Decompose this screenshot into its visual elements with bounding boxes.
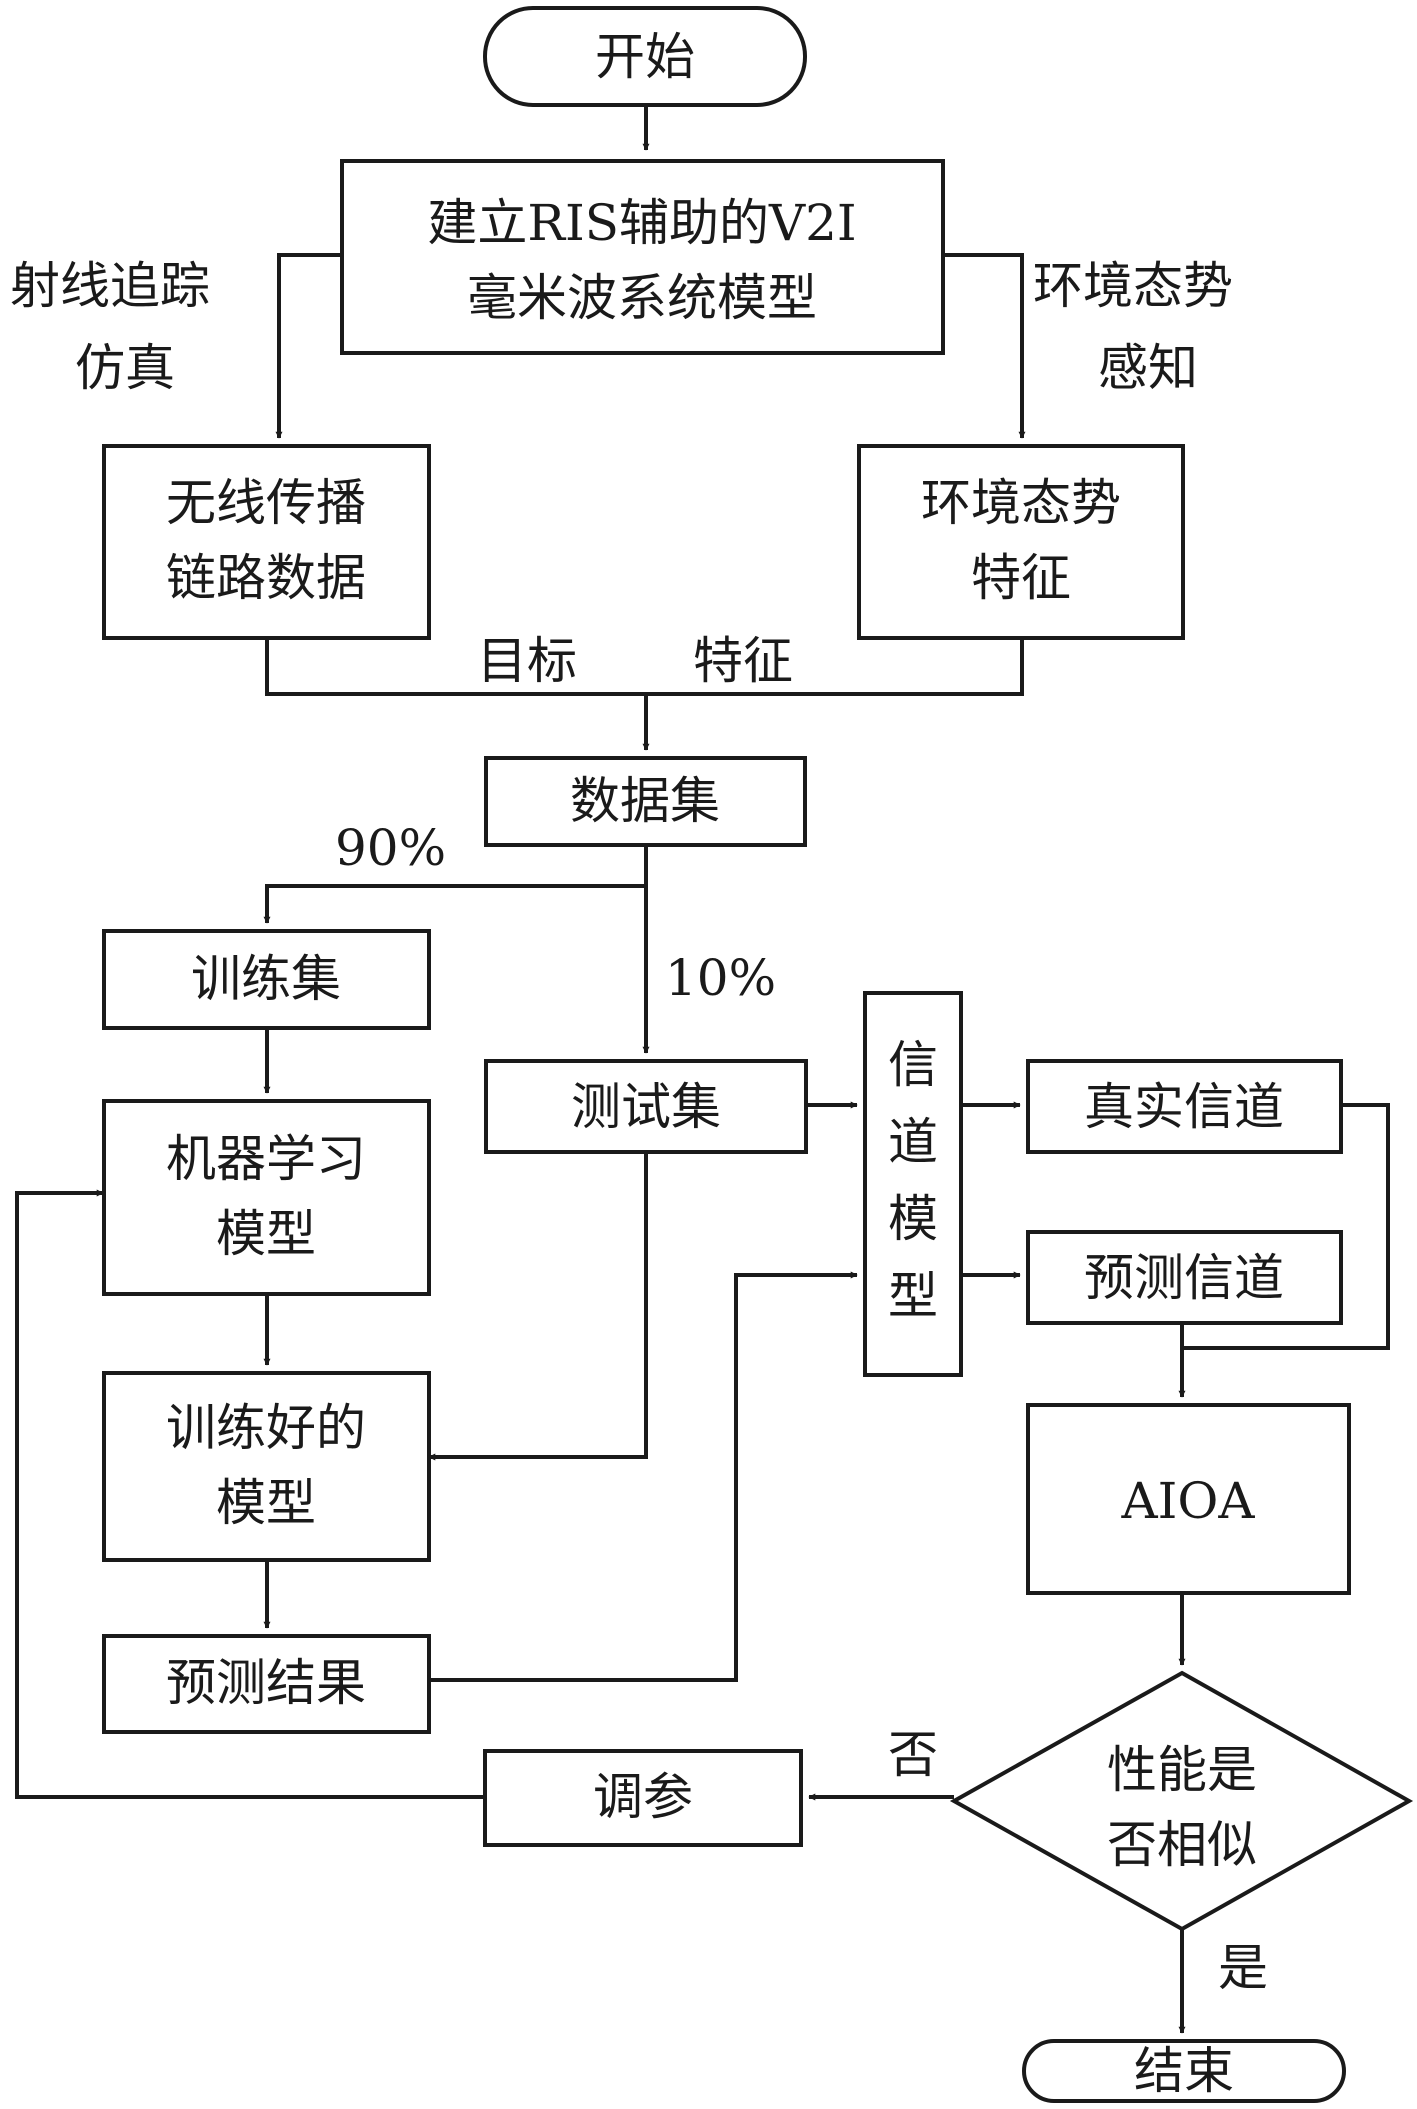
env-awareness-label-line1: 环境态势 [1033, 257, 1233, 315]
aioa-label: AIOA [1121, 1472, 1256, 1530]
test-set-node: 测试集 [484, 1059, 808, 1154]
merge-line-to-dataset [265, 638, 1024, 696]
real-channel-label: 真实信道 [1084, 1078, 1284, 1136]
pred-channel-label: 预测信道 [1084, 1249, 1284, 1307]
trained-model-label-line1: 训练好的 [166, 1399, 366, 1457]
split-90-label: 90% [335, 819, 446, 877]
line-real-channel-merge [1182, 1103, 1390, 1350]
end-node: 结束 [1022, 2039, 1346, 2103]
env-features-label-line2: 特征 [971, 549, 1071, 607]
ml-model-label-line1: 机器学习 [166, 1130, 366, 1188]
channel-model-char-4: 型 [888, 1267, 938, 1325]
feature-label: 特征 [693, 632, 793, 690]
build-model-label-line2: 毫米波系统模型 [467, 269, 817, 327]
env-features-label-line1: 环境态势 [921, 474, 1121, 532]
channel-model-char-3: 模 [888, 1190, 938, 1248]
arrow-dataset-to-train-set [263, 884, 646, 924]
trained-model-node: 训练好的 模型 [102, 1371, 431, 1562]
dataset-label: 数据集 [570, 772, 720, 830]
decision-label-line1: 性能是 [1107, 1741, 1257, 1799]
arrow-tune-to-ml-model [15, 1189, 485, 1799]
env-awareness-label-line2: 感知 [1098, 339, 1198, 397]
test-set-label: 测试集 [571, 1078, 721, 1136]
pred-channel-node: 预测信道 [1026, 1230, 1343, 1325]
train-set-label: 训练集 [191, 950, 341, 1008]
yes-label: 是 [1218, 1939, 1268, 1997]
prediction-node: 预测结果 [102, 1634, 431, 1734]
wireless-data-node: 无线传播 链路数据 [102, 444, 431, 640]
tune-node: 调参 [483, 1749, 803, 1847]
prediction-label: 预测结果 [166, 1654, 366, 1712]
channel-model-char-1: 信 [888, 1036, 938, 1094]
train-set-node: 训练集 [102, 929, 431, 1030]
end-label: 结束 [1134, 2042, 1234, 2100]
build-model-node: 建立RIS辅助的V2I 毫米波系统模型 [340, 159, 945, 355]
arrow-test-set-to-trained-model [428, 1152, 648, 1461]
decision-label-line2: 否相似 [1107, 1816, 1257, 1874]
ray-tracing-label-line2: 仿真 [75, 339, 175, 397]
start-node: 开始 [483, 6, 807, 107]
env-features-node: 环境态势 特征 [857, 444, 1185, 640]
build-model-label-line1: 建立RIS辅助的V2I [427, 194, 856, 252]
channel-model-char-2: 道 [888, 1113, 938, 1171]
channel-model-node: 信 道 模 型 [863, 991, 963, 1377]
split-10-label: 10% [665, 949, 776, 1007]
start-label: 开始 [595, 28, 695, 86]
dataset-node: 数据集 [484, 756, 807, 847]
no-label: 否 [888, 1726, 938, 1784]
wireless-data-label-line1: 无线传播 [166, 474, 366, 532]
arrow-model-to-wireless-data [275, 253, 342, 439]
ml-model-label-line2: 模型 [216, 1205, 316, 1263]
arrow-prediction-to-channel-model [429, 1271, 858, 1682]
connectors [15, 105, 1390, 2034]
wireless-data-label-line2: 链路数据 [166, 549, 366, 607]
decision-node: 性能是 否相似 [949, 1670, 1414, 1932]
real-channel-node: 真实信道 [1026, 1059, 1343, 1154]
ml-model-node: 机器学习 模型 [102, 1099, 431, 1296]
edge-labels: 射线追踪 仿真 环境态势 感知 目标 特征 90% 10% 否 是 [10, 257, 1268, 1997]
arrow-model-to-env-features [943, 253, 1026, 439]
tune-label: 调参 [593, 1768, 693, 1826]
trained-model-label-line2: 模型 [216, 1474, 316, 1532]
target-label: 目标 [477, 632, 577, 690]
ray-tracing-label-line1: 射线追踪 [10, 257, 210, 315]
aioa-node: AIOA [1026, 1403, 1351, 1595]
